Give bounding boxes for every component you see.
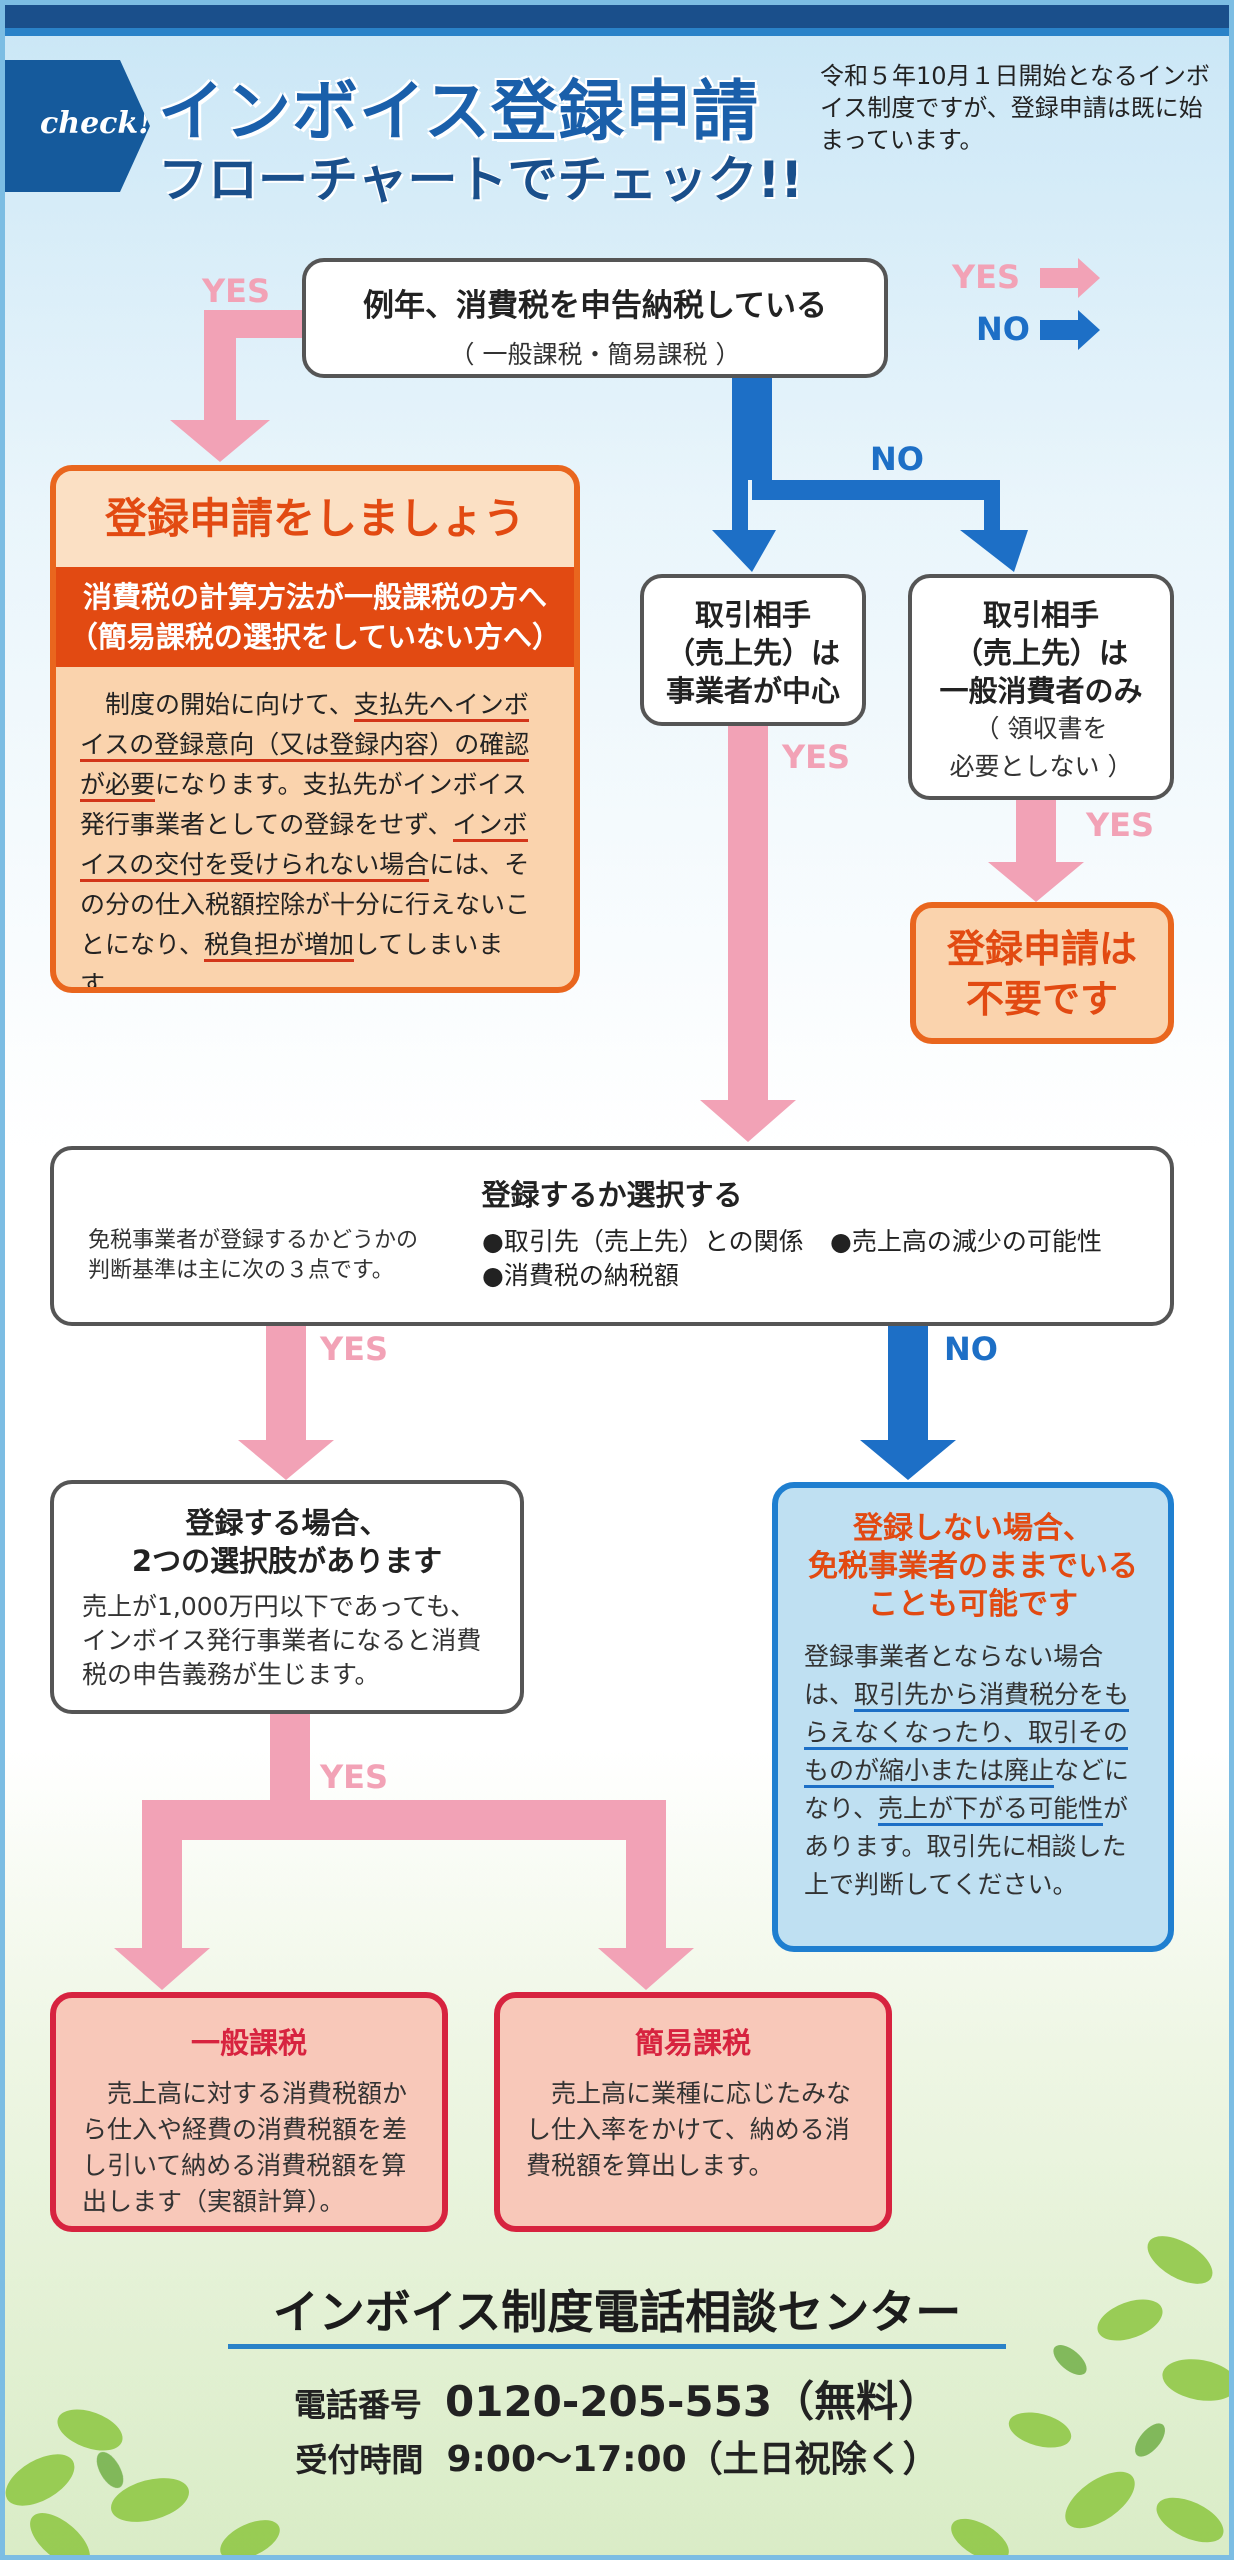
label-yes-consumer: YES [1086,806,1155,844]
legend-yes-arrow-icon [1078,258,1100,298]
consumer-line3: 一般消費者のみ [939,674,1143,708]
register-band: 消費税の計算方法が一般課税の方へ （簡易課税の選択をしていない方へ） [56,567,574,667]
business-line3: 事業者が中心 [665,674,840,708]
label-yes-register: YES [320,1758,389,1796]
register-yes-title-line2: 2つの選択肢があります [131,1544,443,1578]
general-tax-title: 一般課税 [190,2026,307,2060]
register-yes-body: 売上が1,000万円以下であっても、インボイス発行事業者になると消費税の申告義務… [82,1592,482,1689]
label-yes-top: YES [202,272,271,310]
register-no-body: 登録事業者とならない場合は、取引先から消費税分をもらえなくなったり、取引そのもの… [804,1638,1142,1904]
footer-hours-row: 受付時間 9:00～17:00（土日祝除く） [0,2430,1234,2482]
register-title: 登録申請をしましょう [56,471,574,567]
register-no-box: 登録しない場合、 免税事業者のままでいる ことも可能です 登録事業者とならない場… [772,1482,1174,1952]
footer-phone-row: 電話番号 0120-205-553（無料） [0,2368,1234,2429]
register-box: 登録申請をしましょう 消費税の計算方法が一般課税の方へ （簡易課税の選択をしてい… [50,465,580,993]
simple-tax-box: 簡易課税 売上高に業種に応じたみなし仕入率をかけて、納める消費税額を算出します。 [494,1992,892,2232]
top-question-sub: （ 一般課税・簡易課税 ） [449,340,741,369]
choose-desc-line2: 判断基準は主に次の３点です。 [88,1258,394,1283]
legend-yes-arrow-shaft [1040,268,1080,288]
arrow-consumer-to-not-needed [988,800,1084,902]
consumer-sub1: （ 領収書を [974,714,1108,743]
general-tax-body: 売上高に対する消費税額から仕入や経費の消費税額を差し引いて納める消費税額を算出し… [82,2079,408,2216]
legend-no-arrow-icon [1078,310,1100,350]
register-body: 制度の開始に向けて、支払先へインボイスの登録意向（又は登録内容）の確認が必要にな… [56,667,574,993]
register-body-run: には、その分の仕入税額控除が十分に行えないことになり、 [80,850,531,959]
label-yes-business: YES [782,738,851,776]
register-no-title-line1: 登録しない場合、 [853,1511,1093,1546]
intro-text: 令和５年10月１日開始となるインボイス制度ですが、登録申請は既に始まっています。 [820,62,1210,154]
arrow-top-to-register [170,310,304,462]
phone-number[interactable]: 0120-205-553（無料） [445,2377,941,2426]
register-band-line1: 消費税の計算方法が一般課税の方へ [82,580,547,614]
legend-no-arrow-shaft [1040,320,1080,340]
simple-tax-body: 売上高に業種に応じたみなし仕入率をかけて、納める消費税額を算出します。 [526,2079,852,2180]
top-question-box: 例年、消費税を申告納税している （ 一般課税・簡易課税 ） [302,258,888,378]
top-bar [0,0,1234,36]
business-line2: （売上先）は [665,636,840,670]
arrow-register-yes-split [114,1714,694,1990]
title-line1: インボイス登録申請 [158,73,760,150]
arrow-choose-to-register-no [860,1326,956,1480]
hours-value: 9:00～17:00（土日祝除く） [446,2439,939,2480]
register-body-run: 支払先へインボイスの登録意向（又は登録内容）の確認が必要 [80,690,530,802]
choose-desc-line1: 免税事業者が登録するかどうかの [88,1228,419,1253]
register-yes-title-line1: 登録する場合、 [185,1506,389,1540]
register-body-run: になります。支払先がインボイス発行事業者としての登録をせず、 [80,770,527,839]
choose-point3: ●消費税の納税額 [482,1261,679,1290]
register-body-run: してしまいます。 [80,930,504,993]
legend-yes-label: YES [952,258,1021,296]
hours-label: 受付時間 [295,2441,424,2479]
arrow-choose-to-register-yes [238,1326,334,1480]
register-no-body-run: 売上が下がる可能性 [878,1794,1104,1826]
consumer-line1: 取引相手 [982,598,1099,632]
footer-center-name: インボイス制度電話相談センター [272,2285,962,2339]
register-no-title-line2: 免税事業者のままでいる [808,1549,1138,1584]
register-no-title: 登録しない場合、 免税事業者のままでいる ことも可能です [804,1510,1142,1624]
choose-desc: 免税事業者が登録するかどうかの 判断基準は主に次の３点です。 [88,1226,418,1286]
check-tag-label: check! [40,106,152,141]
register-no-body-run: があります。取引先に相談した上で判断してください。 [804,1794,1129,1899]
arrow-no-to-consumer [752,480,1028,572]
register-no-body-run: 登録事業者とならない場合は、 [804,1642,1104,1709]
business-box: 取引相手 （売上先）は 事業者が中心 [640,574,866,726]
simple-tax-title: 簡易課税 [634,2026,751,2060]
register-no-body-run: 取引先から消費税分をもらえなくなったり、取引そのものが縮小または廃止 [804,1680,1130,1788]
title-line2: フローチャートでチェック!! [158,151,804,209]
label-no-top: NO [870,440,924,478]
not-needed-line2: 不要です [965,977,1118,1021]
register-yes-title: 登録する場合、 2つの選択肢があります [82,1504,492,1580]
register-body-run: 制度の開始に向けて、 [80,690,354,719]
choose-title: 登録するか選択する [481,1178,743,1212]
label-no-choose: NO [944,1330,998,1368]
choose-point1: ●取引先（売上先）との関係 [482,1227,804,1256]
label-yes-choose: YES [320,1330,389,1368]
general-tax-box: 一般課税 売上高に対する消費税額から仕入や経費の消費税額を差し引いて納める消費税… [50,1992,448,2232]
arrow-business-to-choose [700,726,796,1142]
business-line1: 取引相手 [694,598,811,632]
consumer-sub2: 必要としない ） [949,752,1133,781]
footer-divider [228,2344,1006,2349]
register-no-body-run: などになり、 [804,1756,1130,1823]
register-no-title-line3: ことも可能です [868,1587,1078,1622]
consumer-box: 取引相手 （売上先）は 一般消費者のみ （ 領収書を 必要としない ） [908,574,1174,800]
register-yes-box: 登録する場合、 2つの選択肢があります 売上が1,000万円以下であっても、イン… [50,1480,524,1714]
consumer-line2: （売上先）は [953,636,1128,670]
choose-box: 登録するか選択する 免税事業者が登録するかどうかの 判断基準は主に次の３点です。… [50,1146,1174,1326]
check-tag: check! [0,60,150,192]
arrow-top-to-business [712,378,776,572]
legend-no-label: NO [976,310,1030,348]
not-needed-line1: 登録申請は [946,927,1137,971]
choose-point2: ●売上高の減少の可能性 [830,1227,1102,1256]
register-body-run: インボイスの交付を受けられない場合 [80,810,528,882]
top-question-title: 例年、消費税を申告納税している [362,288,828,324]
not-needed-box: 登録申請は 不要です [910,902,1174,1044]
phone-label: 電話番号 [293,2386,422,2424]
register-body-run: 税負担が増加 [204,930,355,962]
register-band-line2: （簡易課税の選択をしていない方へ） [68,620,562,654]
